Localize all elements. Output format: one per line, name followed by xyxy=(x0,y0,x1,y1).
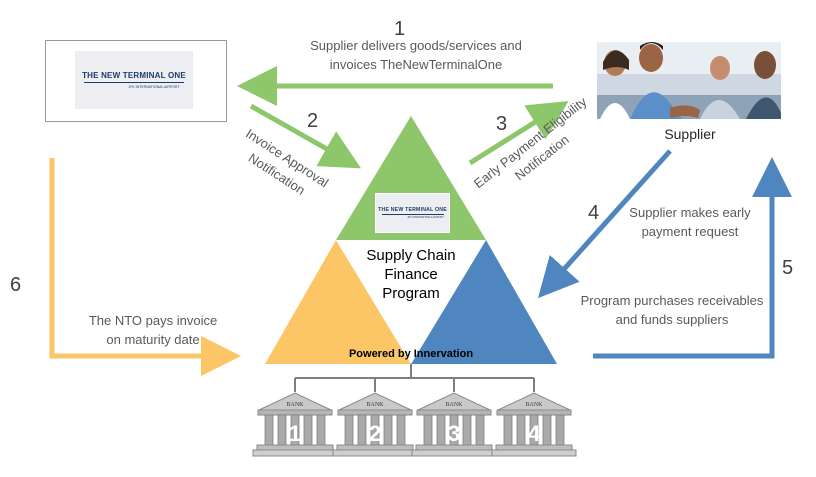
step-1-number: 1 xyxy=(394,18,406,40)
bank-word: BANK xyxy=(525,402,543,408)
step-4-line-2: payment request xyxy=(641,224,739,239)
nto-logo-subtitle: JFK INTERNATIONAL AIRPORT xyxy=(128,85,180,89)
bank-number: 2 xyxy=(369,421,381,446)
step-4-number: 4 xyxy=(588,202,600,224)
step-1-line-1: Supplier delivers goods/services and xyxy=(310,38,522,53)
step-6-line-1: The NTO pays invoice xyxy=(88,313,218,328)
blue-triangle xyxy=(411,240,557,364)
supplier-photo xyxy=(597,42,781,119)
program-line-3: Program xyxy=(382,285,440,302)
arrow-step-3 xyxy=(468,101,569,166)
step-3-number: 3 xyxy=(496,113,508,135)
step-2-number: 2 xyxy=(307,110,319,132)
bank-building: BANK 4 xyxy=(491,392,577,457)
arrow-step-4 xyxy=(537,149,672,299)
program-line-2: Finance xyxy=(384,266,438,283)
supplier-label: Supplier xyxy=(664,126,716,142)
program-nto-logo: THE NEW TERMINAL ONE JFK INTERNATIONAL A… xyxy=(375,193,450,233)
step-5-number: 5 xyxy=(782,257,794,279)
nto-logo: THE NEW TERMINAL ONE JFK INTERNATIONAL A… xyxy=(75,51,193,109)
nto-logo-panel: THE NEW TERMINAL ONE JFK INTERNATIONAL A… xyxy=(45,40,227,122)
yellow-triangle xyxy=(265,240,411,364)
center-white-triangle xyxy=(336,240,486,364)
bank-building: BANK 1 xyxy=(252,392,338,457)
step-5-line-2: and funds suppliers xyxy=(615,312,729,327)
step-6-text: The NTO pays invoice on maturity date xyxy=(78,311,228,349)
program-logo-rule xyxy=(381,214,444,215)
arrow-step-5 xyxy=(593,157,792,359)
step-5-text: Program purchases receivables and funds … xyxy=(572,291,772,329)
step-6-number: 6 xyxy=(10,274,22,296)
step-4-line-1: Supplier makes early xyxy=(629,205,751,220)
bank-building: BANK 3 xyxy=(411,392,497,457)
bank-word: BANK xyxy=(366,402,384,408)
bank-building: BANK 2 xyxy=(332,392,418,457)
program-line-1: Supply Chain xyxy=(366,247,456,264)
arrow-step-6 xyxy=(49,158,241,376)
bank-tree-connector xyxy=(294,364,535,392)
step-4-text: Supplier makes early payment request xyxy=(620,203,760,241)
bank-number: 4 xyxy=(528,421,541,446)
powered-by-label: Powered by Innervation xyxy=(348,348,474,360)
step-1-line-2: invoices TheNewTerminalOne xyxy=(329,57,503,72)
bank-number: 1 xyxy=(289,421,301,446)
program-title: Supply Chain Finance Program xyxy=(346,246,476,303)
program-logo-title: THE NEW TERMINAL ONE xyxy=(378,207,447,213)
banks-group: BANK 1 BANK 2 BANK 3 BANK 4 xyxy=(252,392,577,457)
arrow-step-2 xyxy=(249,103,362,169)
step-5-line-1: Program purchases receivables xyxy=(580,293,764,308)
step-6-line-2: on maturity date xyxy=(106,332,200,347)
nto-logo-title: THE NEW TERMINAL ONE xyxy=(82,71,186,80)
nto-logo-rule xyxy=(84,82,184,83)
program-logo-subtitle: JFK INTERNATIONAL AIRPORT xyxy=(407,216,444,219)
bank-word: BANK xyxy=(445,402,463,408)
step-1-text: Supplier delivers goods/services and inv… xyxy=(282,36,550,74)
bank-word: BANK xyxy=(286,402,304,408)
bank-number: 3 xyxy=(448,421,460,446)
